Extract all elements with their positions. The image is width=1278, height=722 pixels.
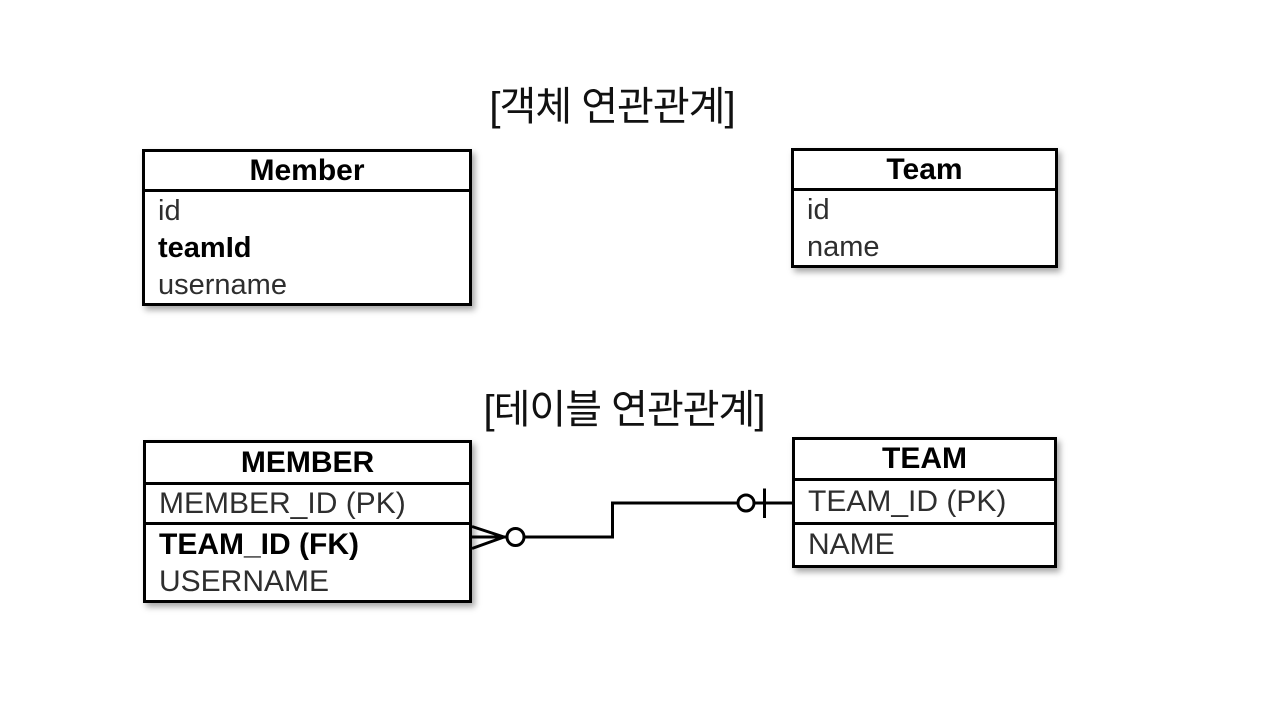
entity-team-object-title: Team [794,151,1055,191]
connector-line [524,501,738,539]
table-team: TEAM TEAM_ID (PK) NAME [792,437,1057,568]
table-team-title: TEAM [795,440,1054,481]
entity-field-id: id [158,195,181,227]
object-section-title: [객체 연관관계] [489,85,735,129]
entity-field-teamid: teamId [158,232,252,264]
table-member-pk-compartment: MEMBER_ID (PK) [146,485,469,525]
table-column-username: USERNAME [159,565,330,598]
entity-field-name: name [807,231,880,263]
table-team-pk-compartment: TEAM_ID (PK) [795,481,1054,525]
entity-member-object: Member id teamId username [142,149,472,306]
table-member: MEMBER MEMBER_ID (PK) TEAM_ID (FK) USERN… [143,440,472,603]
entity-team-object: Team id name [791,148,1058,268]
table-column-team-id-pk: TEAM_ID (PK) [808,484,1007,518]
entity-member-object-title: Member [145,152,469,192]
table-section-title: [테이블 연관관계] [483,388,766,432]
entity-field-username: username [158,269,287,301]
crows-foot-many-icon [471,525,526,550]
table-column-member-id-pk: MEMBER_ID (PK) [159,486,406,520]
zero-or-one-icon [736,488,793,518]
table-column-name: NAME [808,528,895,561]
entity-field-id: id [807,194,830,226]
table-member-title: MEMBER [146,443,469,485]
table-column-team-id-fk: TEAM_ID (FK) [159,528,359,561]
